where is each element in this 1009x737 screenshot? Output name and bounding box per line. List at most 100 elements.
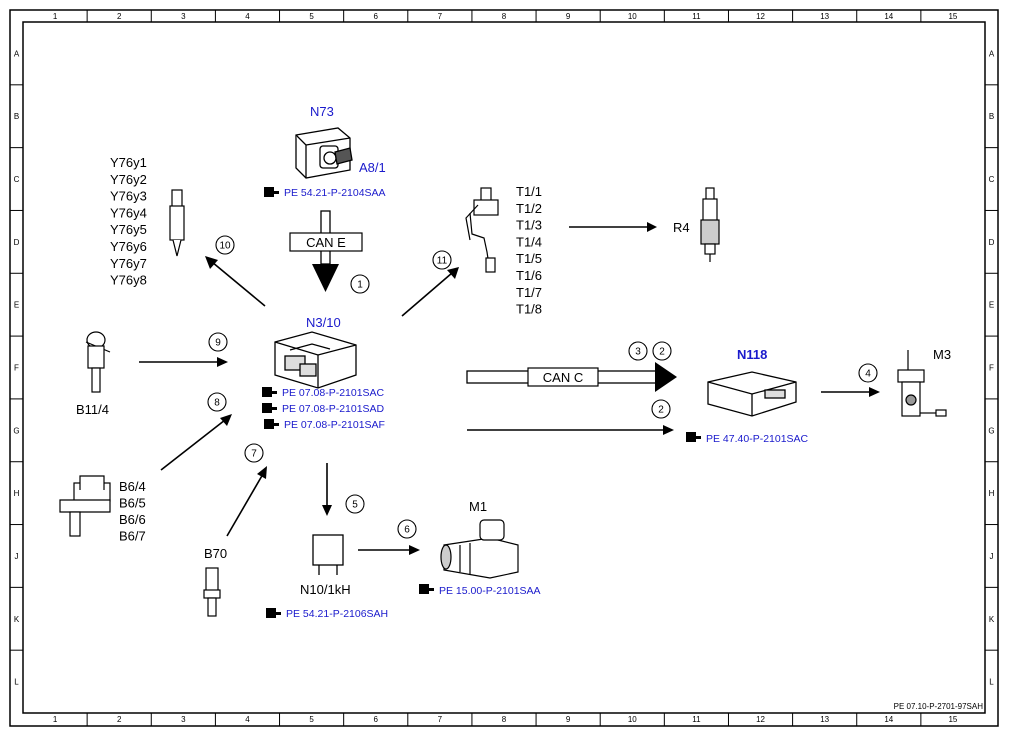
ref-n73[interactable]: PE 54.21-P-2104SAA bbox=[264, 187, 386, 199]
svg-text:5: 5 bbox=[352, 500, 358, 511]
m1-label: M1 bbox=[469, 499, 487, 514]
grid-row-label-right: J bbox=[990, 552, 994, 561]
b114-temperature-sensor-icon bbox=[85, 331, 111, 393]
grid-row-label-right: D bbox=[989, 238, 995, 247]
t1-label: T1/8 bbox=[516, 302, 542, 317]
grid-col-label-top: 7 bbox=[438, 12, 443, 21]
document-id: PE 07.10-P-2701-97SAH bbox=[894, 702, 984, 711]
svg-text:PE 07.08-P-2101SAC[interactable]: PE 07.08-P-2101SAC bbox=[282, 387, 385, 399]
t1-label: T1/6 bbox=[516, 268, 542, 283]
inner-frame bbox=[22, 21, 986, 714]
ref-n310-2[interactable]: PE 07.08-P-2101SAD bbox=[262, 403, 385, 415]
y76-label: Y76y3 bbox=[110, 189, 147, 204]
grid-col-label-bottom: 10 bbox=[628, 715, 637, 724]
svg-text:PE 47.40-P-2101SAC[interactable]: PE 47.40-P-2101SAC bbox=[706, 433, 809, 445]
grid-row-label-right: K bbox=[989, 615, 995, 624]
n73-label: N73 bbox=[310, 104, 334, 119]
marker-m2b: 2 bbox=[651, 399, 671, 419]
grid-col-label-bottom: 11 bbox=[692, 715, 701, 724]
outer-frame bbox=[9, 9, 999, 727]
grid-row-label-right: H bbox=[989, 489, 995, 498]
svg-text:PE 54.21-P-2106SAH[interactable]: PE 54.21-P-2106SAH bbox=[286, 608, 388, 620]
marker-m2a: 2 bbox=[652, 341, 672, 361]
n101kh-label: N10/1kH bbox=[300, 582, 351, 597]
r4-label: R4 bbox=[673, 220, 690, 235]
grid-row-label-right: E bbox=[989, 301, 994, 310]
grid-col-label-top: 9 bbox=[566, 12, 571, 21]
svg-text:8: 8 bbox=[214, 398, 220, 409]
ref-n310-1[interactable]: PE 07.08-P-2101SAC bbox=[262, 387, 385, 399]
grid-row-label-left: E bbox=[14, 301, 19, 310]
svg-text:2: 2 bbox=[658, 405, 664, 416]
grid-row-label-right: B bbox=[989, 112, 994, 121]
n118-fuel-pump-control-icon bbox=[707, 371, 797, 417]
arrow-head bbox=[322, 505, 332, 516]
grid-row-label-right: G bbox=[988, 426, 994, 435]
m3-fuel-pump-icon bbox=[897, 350, 947, 417]
marker-m8: 8 bbox=[207, 392, 227, 412]
reference-hand-icon bbox=[264, 419, 279, 429]
grid-row-label-left: J bbox=[15, 552, 19, 561]
grid-row-label-left: H bbox=[14, 489, 20, 498]
marker-m9: 9 bbox=[208, 332, 228, 352]
grid-col-label-bottom: 3 bbox=[181, 715, 186, 724]
m1-starter-motor-icon bbox=[440, 519, 519, 579]
grid-col-label-top: 8 bbox=[502, 12, 507, 21]
grid-col-label-top: 14 bbox=[884, 12, 893, 21]
grid-col-label-top: 11 bbox=[692, 12, 701, 21]
grid-col-label-top: 6 bbox=[374, 12, 379, 21]
ref-m1[interactable]: PE 15.00-P-2101SAA bbox=[419, 584, 541, 597]
marker-m11: 11 bbox=[432, 250, 452, 270]
can-e-bus: CAN E bbox=[289, 210, 363, 292]
grid-col-label-bottom: 8 bbox=[502, 715, 507, 724]
marker-m5: 5 bbox=[345, 494, 365, 514]
grid-row-label-left: G bbox=[13, 426, 19, 435]
arrow-head bbox=[220, 414, 232, 426]
b6-label: B6/5 bbox=[119, 496, 146, 511]
t1-label: T1/5 bbox=[516, 251, 542, 266]
t1-label: T1/2 bbox=[516, 201, 542, 216]
grid-row-label-left: F bbox=[14, 364, 19, 373]
svg-text:PE 15.00-P-2101SAA[interactable]: PE 15.00-P-2101SAA bbox=[439, 585, 541, 597]
grid-col-label-top: 15 bbox=[948, 12, 957, 21]
n310-control-unit-icon bbox=[274, 331, 357, 389]
arrow-head bbox=[205, 256, 218, 269]
reference-hand-icon bbox=[262, 403, 277, 413]
m3-label: M3 bbox=[933, 347, 951, 362]
b70-label: B70 bbox=[204, 546, 227, 561]
grid-col-label-top: 5 bbox=[309, 12, 314, 21]
grid-col-label-top: 13 bbox=[820, 12, 829, 21]
marker-m7: 7 bbox=[244, 443, 264, 463]
a81-label: A8/1 bbox=[359, 160, 386, 175]
reference-hand-icon bbox=[686, 432, 701, 442]
t1-label: T1/4 bbox=[516, 234, 542, 249]
y76-label: Y76y7 bbox=[110, 256, 147, 271]
can-c-bus: CAN C bbox=[466, 362, 677, 392]
b70-to-n310-arrow bbox=[226, 473, 264, 537]
ref-n310-3[interactable]: PE 07.08-P-2101SAF bbox=[264, 419, 385, 431]
grid-col-label-bottom: 4 bbox=[245, 715, 250, 724]
grid-col-label-bottom: 2 bbox=[117, 715, 122, 724]
svg-text:11: 11 bbox=[437, 256, 448, 267]
n310-reference-list: PE 07.08-P-2101SAC PE 07.08-P-2101SAD PE 0… bbox=[262, 387, 385, 431]
svg-text:10: 10 bbox=[219, 241, 231, 252]
n310-to-y76-arrow bbox=[211, 261, 266, 307]
ref-n118[interactable]: PE 47.40-P-2101SAC bbox=[686, 432, 809, 445]
ref-n101kh[interactable]: PE 54.21-P-2106SAH bbox=[266, 608, 388, 620]
reference-hand-icon bbox=[266, 608, 281, 618]
svg-text:1: 1 bbox=[357, 280, 363, 291]
y76-label: Y76y6 bbox=[110, 239, 147, 254]
svg-text:PE 54.21-P-2104SAA[interactable]: PE 54.21-P-2104SAA bbox=[284, 187, 386, 199]
grid-row-label-left: A bbox=[14, 49, 20, 58]
grid-row-label-right: A bbox=[989, 49, 995, 58]
y76-label: Y76y5 bbox=[110, 222, 147, 237]
svg-text:PE 07.08-P-2101SAD[interactable]: PE 07.08-P-2101SAD bbox=[282, 403, 385, 415]
grid-labels: 1122334455667788991010111112121313141415… bbox=[13, 12, 994, 724]
b70-crankshaft-sensor-icon bbox=[203, 567, 221, 617]
n101kh-relay-icon bbox=[312, 534, 344, 575]
b114-label: B11/4 bbox=[76, 402, 109, 417]
svg-text:PE 07.08-P-2101SAF[interactable]: PE 07.08-P-2101SAF bbox=[284, 419, 385, 431]
reference-hand-icon bbox=[264, 187, 279, 197]
